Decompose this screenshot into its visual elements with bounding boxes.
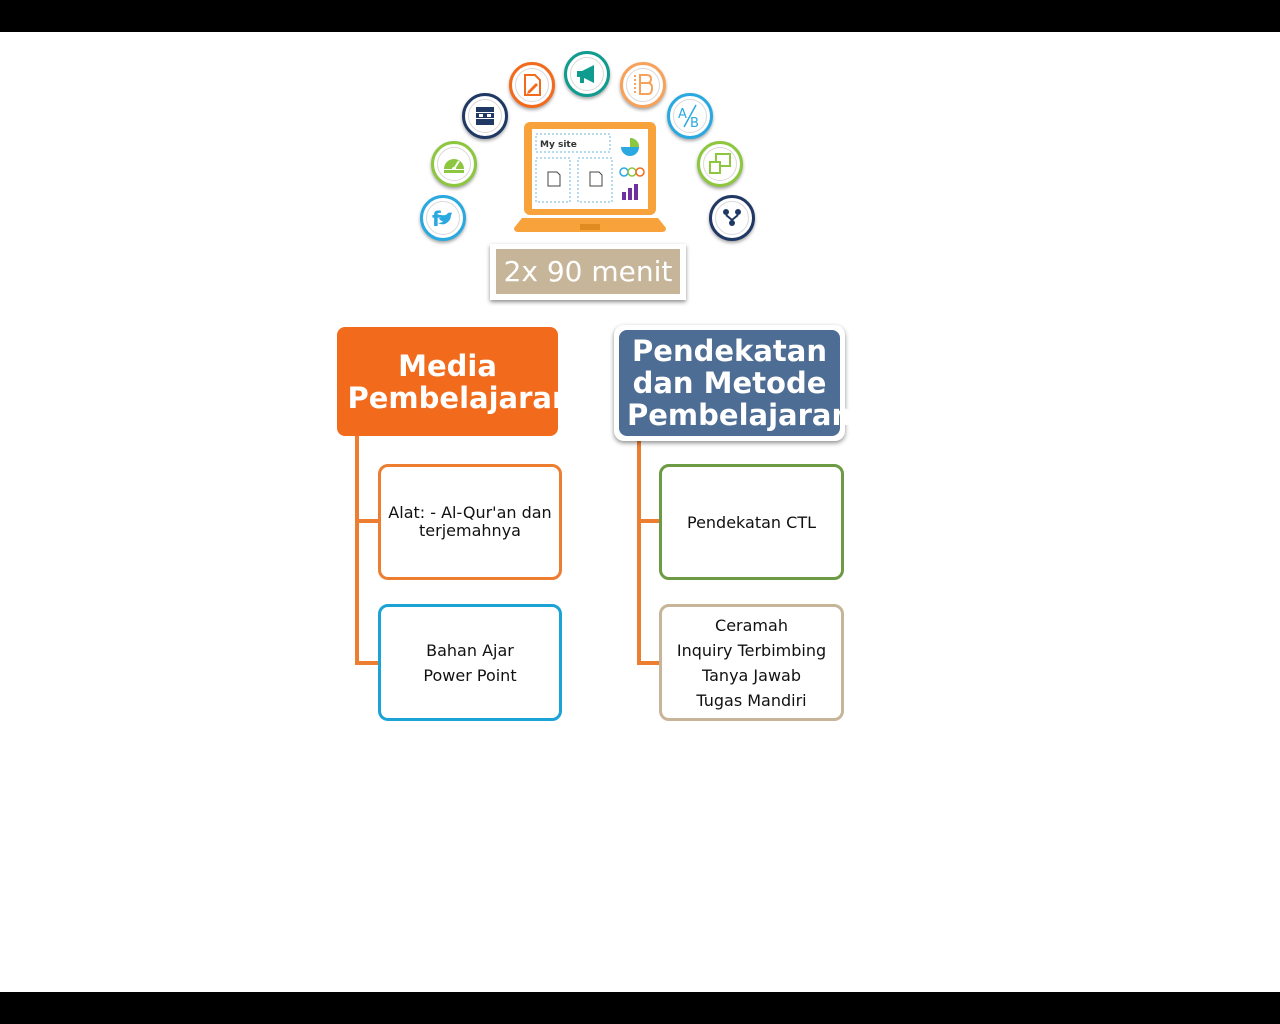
metode-line-2: Inquiry Terbimbing bbox=[676, 640, 827, 660]
layout-icon bbox=[620, 62, 666, 108]
database-icon bbox=[462, 93, 508, 139]
metode-line-3: Tanya Jawab bbox=[702, 665, 801, 685]
pendekatan-ctl-box: Pendekatan CTL bbox=[659, 464, 844, 580]
metode-box: Ceramah Inquiry Terbimbing Tanya Jawab T… bbox=[659, 604, 844, 721]
media-pembelajaran-title: Media Pembelajaran bbox=[347, 348, 573, 415]
right-connector-vertical bbox=[637, 440, 641, 665]
media-pembelajaran-header: Media Pembelajaran bbox=[337, 327, 573, 436]
left-connector-branch-1 bbox=[355, 519, 380, 523]
svg-text:A: A bbox=[678, 107, 687, 122]
left-connector-vertical bbox=[355, 436, 359, 665]
bahan-ajar-line-1: Bahan Ajar bbox=[426, 640, 514, 660]
pendekatan-ctl-text: Pendekatan CTL bbox=[686, 512, 816, 532]
svg-text:B: B bbox=[690, 116, 699, 129]
pendekatan-metode-title: Pendekatan dan Metode Pembelajaran bbox=[627, 334, 853, 432]
top-letterbox-bar bbox=[0, 0, 1280, 32]
responsive-devices-icon bbox=[697, 141, 743, 187]
pendekatan-metode-header: Pendekatan dan Metode Pembelajaran bbox=[614, 325, 853, 441]
megaphone-icon bbox=[564, 51, 610, 97]
bottom-letterbox-bar bbox=[0, 992, 1280, 1024]
svg-text:f: f bbox=[432, 207, 441, 231]
laptop-illustration: My site bbox=[514, 120, 666, 246]
duration-text: 2x 90 menit bbox=[496, 249, 680, 294]
right-connector-branch-2 bbox=[637, 661, 662, 665]
edit-document-icon bbox=[509, 62, 555, 108]
speedometer-icon bbox=[431, 141, 477, 187]
metode-line-1: Ceramah bbox=[715, 615, 788, 635]
left-connector-branch-2 bbox=[355, 661, 380, 665]
duration-label: 2x 90 menit bbox=[490, 244, 686, 300]
bahan-ajar-box: Bahan Ajar Power Point bbox=[378, 604, 562, 721]
laptop-screen-label: My site bbox=[540, 140, 577, 150]
alat-box: Alat: - Al-Qur'an dan terjemahnya bbox=[378, 464, 562, 580]
social-media-icon: f bbox=[420, 195, 466, 241]
pendekatan-metode-fill: Pendekatan dan Metode Pembelajaran bbox=[619, 330, 853, 436]
alat-line-1: Alat: - Al-Qur'an dan bbox=[388, 503, 552, 522]
bahan-ajar-line-2: Power Point bbox=[423, 665, 517, 685]
network-users-icon bbox=[709, 195, 755, 241]
metode-line-4: Tugas Mandiri bbox=[696, 690, 807, 710]
alat-line-2: terjemahnya bbox=[419, 521, 521, 540]
right-connector-branch-1 bbox=[637, 519, 662, 523]
